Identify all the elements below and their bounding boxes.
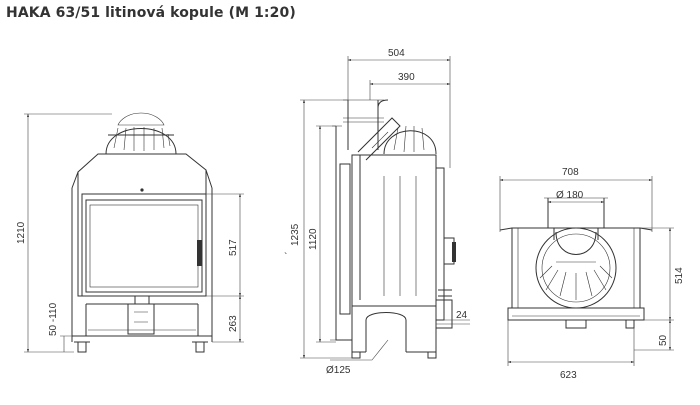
dim-top-inner: 623 [560,370,577,381]
dim-front-bottom: 263 [228,315,239,332]
side-view [300,56,470,361]
dim-front-legs: 50 -110 [48,302,59,336]
dim-side-dome: 390 [398,72,415,83]
page-title: HAKA 63/51 litinová kopule (M 1:20) [6,5,296,21]
dim-side-body: 1120 [308,228,319,250]
front-view [24,112,244,353]
dim-top-depth: 514 [674,267,685,284]
dim-top-bottom: 50 [658,334,669,346]
dim-side-tick: ` [284,251,287,263]
dim-side-flange: 24 [456,310,468,321]
dim-side-flue: Ø125 [326,365,351,376]
dim-top-flue: Ø 180 [556,190,584,201]
dim-front-height: 1210 [16,221,27,244]
dim-front-glass: 517 [228,239,239,256]
dim-side-width: 504 [388,48,405,59]
dim-top-width: 708 [562,167,579,178]
top-view [499,176,674,366]
dim-side-total: 1235 [290,223,301,246]
